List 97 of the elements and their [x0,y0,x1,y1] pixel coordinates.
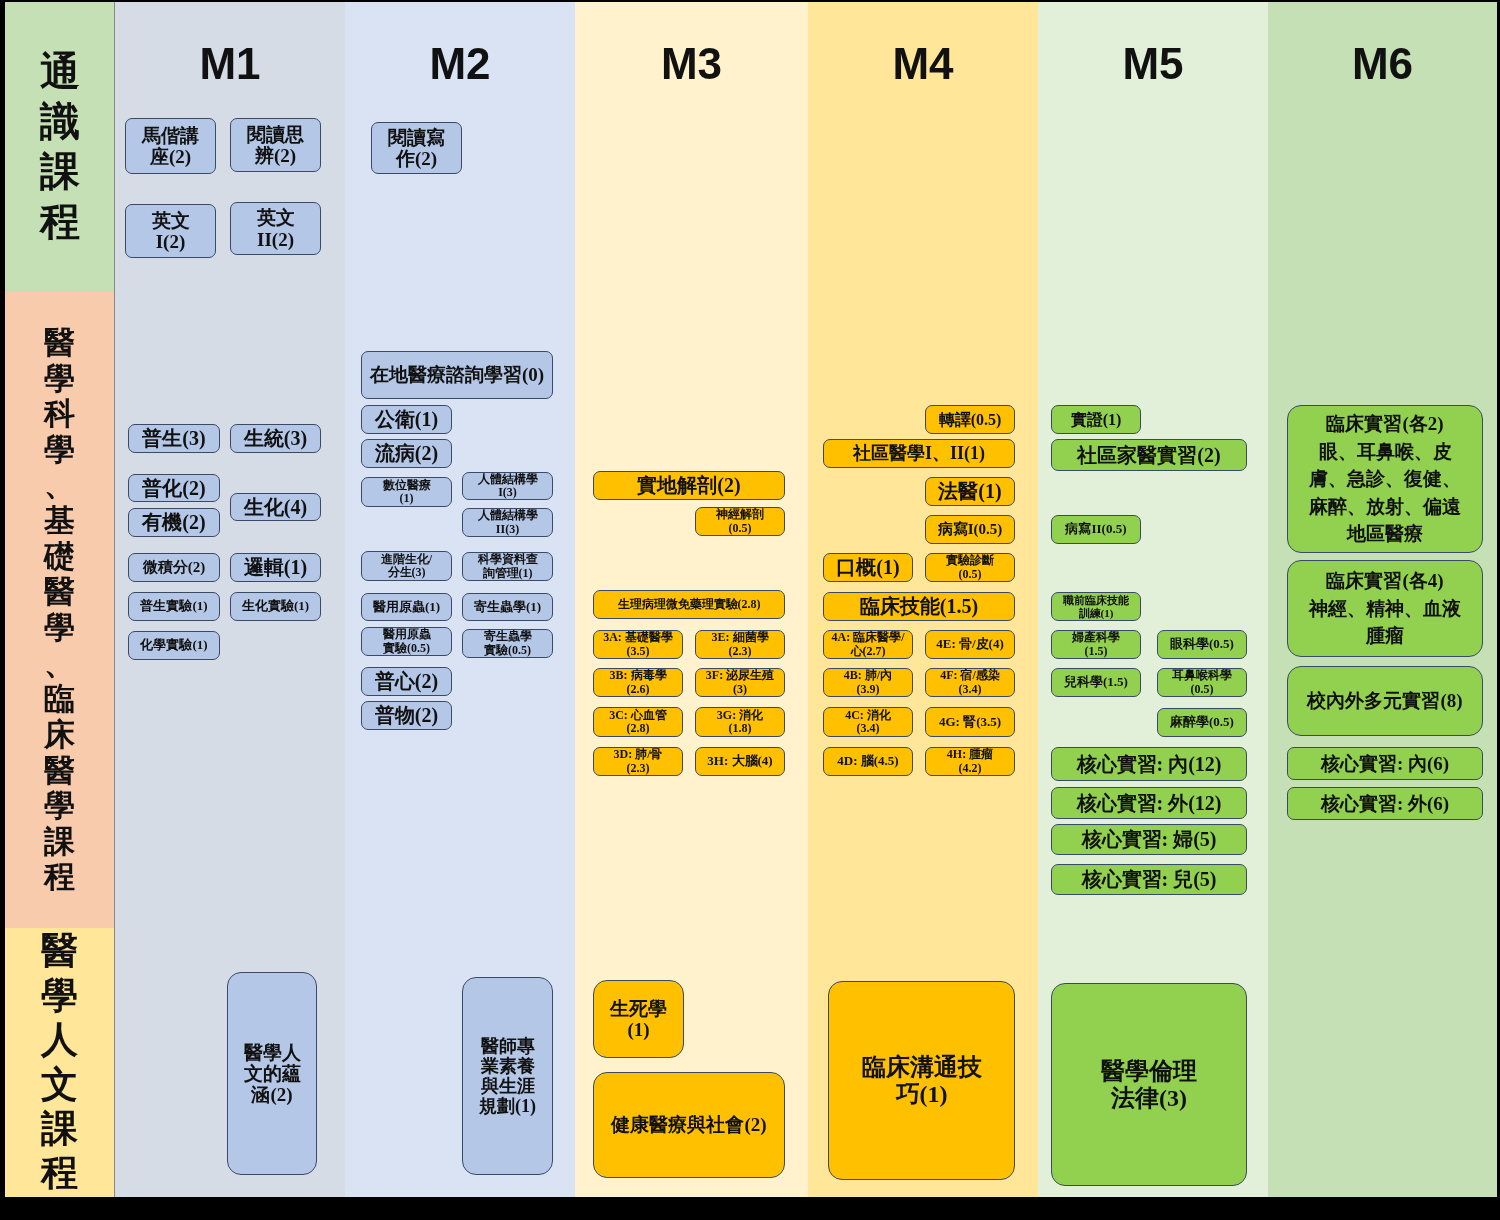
course-box: 3A: 基礎醫學(3.5) [593,630,683,659]
course-box: 核心實習: 內(12) [1051,747,1247,781]
course-box: 健康醫療與社會(2) [593,1072,785,1178]
course-box: 進階生化/分生(3) [361,551,452,581]
course-box: 4E: 骨/皮(4) [925,630,1015,659]
course-box: 醫學倫理法律(3) [1051,983,1247,1186]
column-band [1038,2,1268,1197]
course-box: 兒科學(1.5) [1051,668,1141,697]
course-box: 職前臨床技能訓練(1) [1051,592,1141,621]
course-box: 邏輯(1) [230,553,321,582]
category-label: 醫學人文課程 [40,929,79,1196]
course-box: 人體結構學II(3) [462,508,553,537]
course-box: 婦產科學(1.5) [1051,630,1141,659]
course-box: 4D: 腦(4.5) [823,747,913,776]
column-band [345,2,575,1197]
course-box: 校內外多元實習(8) [1287,666,1483,736]
course-box: 4G: 腎(3.5) [925,707,1015,737]
course-box: 臨床實習(各4) 神經、精神、血液腫瘤 [1287,560,1483,657]
course-box: 臨床技能(1.5) [823,592,1015,621]
course-box: 實證(1) [1051,405,1141,434]
course-box: 有機(2) [128,508,220,537]
course-box: 醫學人文的蘊涵(2) [227,972,317,1175]
course-box: 臨床溝通技巧(1) [828,981,1015,1180]
course-box: 普心(2) [361,667,452,696]
course-box: 流病(2) [361,439,452,468]
course-box: 核心實習: 兒(5) [1051,864,1247,895]
course-box: 3E: 細菌學(2.3) [695,630,785,659]
course-box: 4F: 宿/感染(3.4) [925,668,1015,697]
course-box: 口概(1) [823,553,913,582]
course-box: 英文I(2) [125,204,216,258]
category-band [5,928,115,1197]
course-box: 人體結構學I(3) [462,472,553,500]
course-box: 耳鼻喉科學(0.5) [1157,668,1247,697]
column-heading: M4 [891,42,955,86]
course-box: 醫師專業素養與生涯規劃(1) [462,977,553,1175]
course-box: 實地解剖(2) [593,471,785,500]
course-box: 普物(2) [361,701,452,730]
course-box: 寄生蟲學(1) [462,593,553,621]
course-box: 實驗診斷(0.5) [925,553,1015,582]
course-box: 普化(2) [128,474,220,502]
category-label: 通識課程 [38,48,81,246]
course-box: 病寫II(0.5) [1051,515,1141,544]
column-band [115,2,345,1197]
course-box: 生統(3) [230,424,321,453]
course-box: 微積分(2) [128,553,220,582]
category-label: 醫學科學、基礎醫學、臨床醫學課程 [43,324,76,896]
course-box: 3H: 大腦(4) [695,747,785,776]
course-box: 英文II(2) [230,202,321,255]
course-box: 臨床實習(各2) 眼、耳鼻喉、皮膚、急診、復健、麻醉、放射、偏遠地區醫療 [1287,405,1483,553]
course-box: 核心實習: 婦(5) [1051,824,1247,855]
column-band [808,2,1038,1197]
course-box: 生理病理微免藥理實驗(2.8) [593,590,785,619]
course-box: 普生(3) [128,424,220,453]
course-box: 病寫I(0.5) [925,515,1015,544]
course-box: 馬偕講座(2) [125,118,216,174]
course-box: 公衛(1) [361,405,452,434]
course-box: 4B: 肺/內(3.9) [823,668,913,697]
course-box: 4A: 臨床醫學/心(2.7) [823,630,913,659]
column-heading: M5 [1121,42,1185,86]
course-box: 法醫(1) [925,477,1015,506]
course-box: 普生實驗(1) [128,592,220,621]
course-box: 核心實習: 外(6) [1287,787,1483,820]
course-box: 生死學(1) [593,980,684,1058]
course-box: 社區醫學I、II(1) [823,439,1015,468]
course-box: 醫用原蟲實驗(0.5) [361,627,452,656]
course-box: 核心實習: 內(6) [1287,747,1483,780]
column-heading: M1 [198,42,262,86]
course-box: 眼科學(0.5) [1157,630,1247,659]
course-box: 轉譯(0.5) [925,405,1015,434]
column-heading: M3 [659,42,724,86]
course-box: 麻醉學(0.5) [1157,708,1247,737]
category-band [5,292,115,928]
course-box: 4C: 消化(3.4) [823,707,913,737]
course-box: 3C: 心血管(2.8) [593,707,683,737]
course-box: 3F: 泌尿生殖(3) [695,668,785,697]
course-box: 閱讀寫作(2) [371,122,462,174]
column-heading: M2 [428,42,492,86]
category-band [5,2,115,292]
course-box: 生化實驗(1) [230,592,321,621]
column-band [575,2,808,1197]
column-band [1268,2,1497,1197]
course-box: 3G: 消化(1.8) [695,707,785,737]
course-box: 生化(4) [230,493,321,521]
course-box: 數位醫療(1) [361,477,452,507]
course-box: 核心實習: 外(12) [1051,787,1247,819]
course-box: 寄生蟲學實驗(0.5) [462,629,553,658]
course-box: 醫用原蟲(1) [361,593,452,621]
course-box: 3D: 肺/骨(2.3) [593,747,683,776]
column-heading: M6 [1350,42,1415,86]
course-box: 4H: 腫瘤(4.2) [925,747,1015,776]
course-box: 閱讀思辨(2) [230,118,321,172]
course-box: 在地醫療諮詢學習(0) [361,351,553,399]
course-box: 科學資料查詢管理(1) [462,552,553,581]
course-box: 神經解剖(0.5) [695,507,785,536]
course-box: 社區家醫實習(2) [1051,439,1247,471]
course-box: 3B: 病毒學(2.6) [593,668,683,697]
course-box: 化學實驗(1) [128,631,220,660]
